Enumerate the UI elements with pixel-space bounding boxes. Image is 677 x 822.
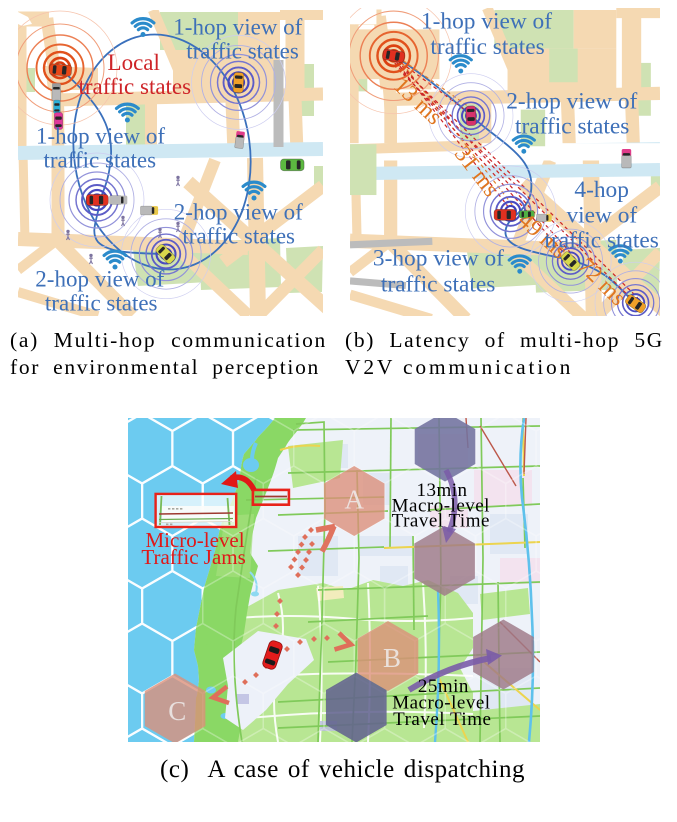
svg-text:Macro-level: Macro-level [392,496,490,517]
svg-text:Macro-level: Macro-level [392,693,490,714]
svg-text:traffic states: traffic states [45,291,158,316]
svg-text:traffic states: traffic states [381,271,495,297]
svg-text:Micro-level: Micro-level [145,528,244,552]
svg-text:traffic states: traffic states [515,113,629,139]
svg-text:Traffic Jams: Traffic Jams [141,545,245,569]
svg-text:traffic states: traffic states [78,74,191,99]
svg-text:view of: view of [567,203,638,229]
svg-text:3-hop view of: 3-hop view of [373,246,504,272]
svg-text:traffic states: traffic states [544,228,658,254]
svg-text:1-hop view of: 1-hop view of [173,15,302,40]
svg-text:C: C [168,696,186,726]
svg-text:2-hop view of: 2-hop view of [35,267,164,292]
svg-text:2-hop view of: 2-hop view of [506,89,637,115]
svg-text:B: B [383,643,401,673]
svg-text:traffic states: traffic states [43,148,156,173]
svg-text:25min: 25min [418,676,469,697]
svg-text:Travel Time: Travel Time [392,510,490,531]
svg-text:Local: Local [108,50,160,75]
svg-text:A: A [344,485,364,515]
svg-text:1-hop view of: 1-hop view of [421,8,552,34]
svg-text:13min: 13min [416,480,467,501]
svg-text:Travel Time: Travel Time [393,709,491,730]
svg-text:traffic states: traffic states [430,34,544,60]
svg-text:traffic states: traffic states [182,224,295,249]
svg-text:traffic states: traffic states [186,39,299,64]
svg-text:1-hop view of: 1-hop view of [36,124,165,149]
svg-text:4-hop: 4-hop [574,177,629,203]
svg-text:2-hop view of: 2-hop view of [174,200,303,225]
